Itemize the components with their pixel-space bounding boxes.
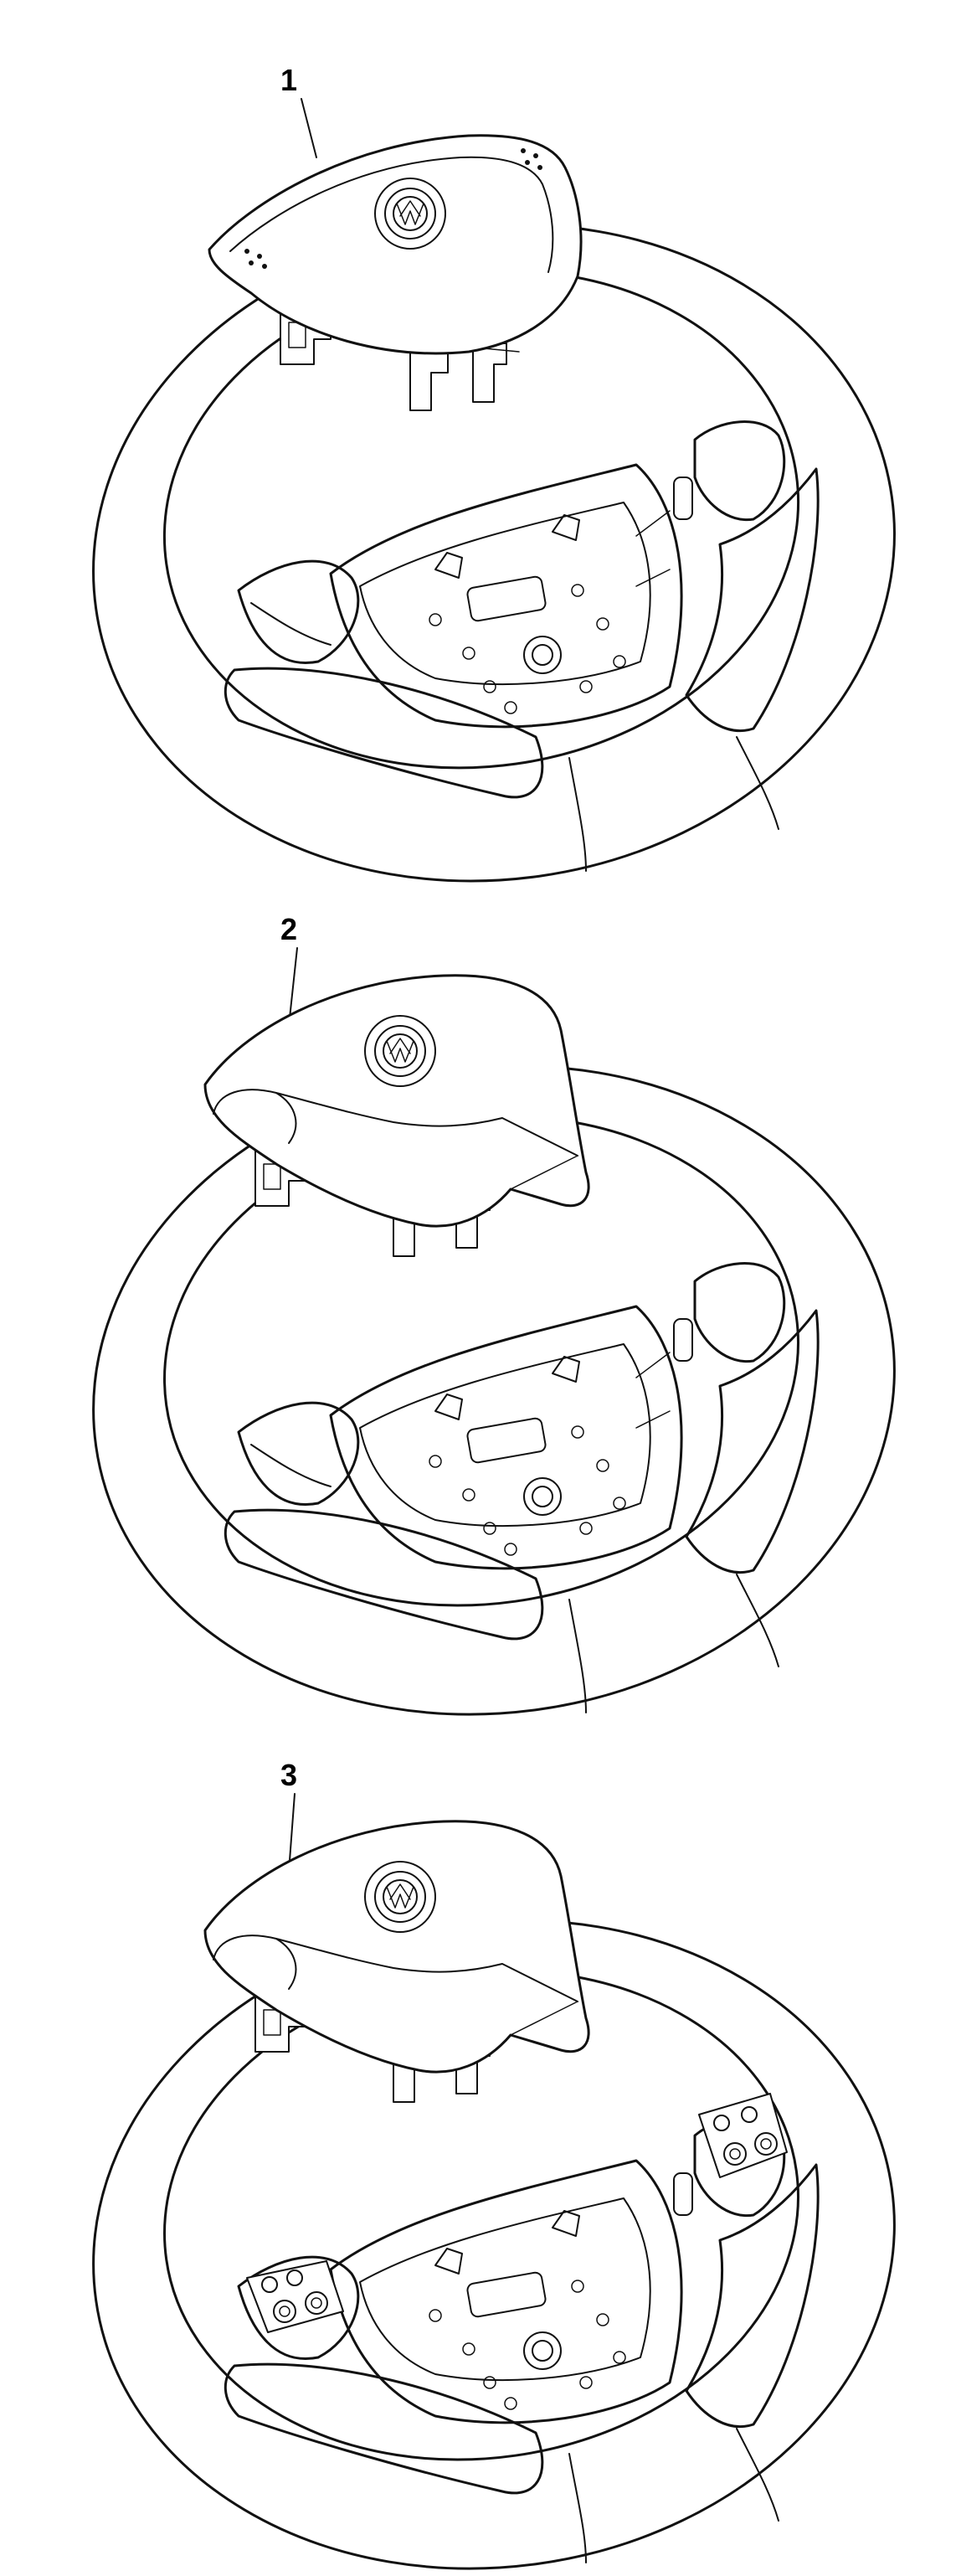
panel-item-2: 2	[92, 912, 896, 1716]
steering-wheel-1	[92, 223, 896, 883]
dot-markings-1	[244, 148, 542, 269]
right-spoke-button-panel	[698, 2093, 788, 2178]
panel-item-3: 3	[92, 1758, 896, 2570]
callout-number-2: 2	[280, 912, 297, 946]
emblem-logo-2	[364, 1015, 436, 1087]
steering-wheel-3	[92, 1919, 896, 2570]
callout-number-3: 3	[280, 1758, 297, 1792]
emblem-logo-3	[364, 1861, 436, 1933]
left-spoke-button-panel	[246, 2260, 344, 2333]
panel-item-1: 1	[92, 63, 896, 883]
emblem-logo-1	[374, 178, 446, 250]
airbag-module-2	[203, 974, 590, 1257]
callout-leader-3	[288, 1793, 296, 1873]
airbag-module-3	[203, 1820, 590, 2103]
callout-leader-1	[301, 98, 317, 158]
callout-leader-2	[288, 947, 298, 1027]
callout-number-1: 1	[280, 63, 297, 97]
airbag-module-1	[208, 134, 583, 411]
steering-wheel-2	[92, 1064, 896, 1716]
